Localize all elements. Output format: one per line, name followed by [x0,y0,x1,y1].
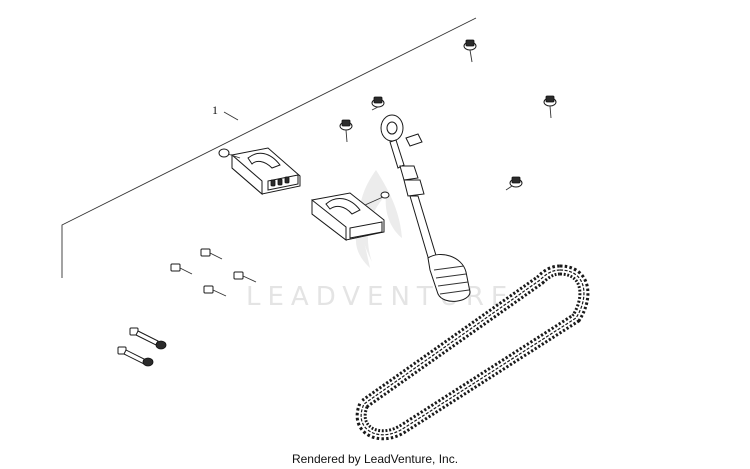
flange-bolt-5 [505,176,523,191]
small-bolt-3 [233,271,257,283]
callout-leader-line [223,111,239,121]
chain-adjuster-rod [380,114,471,302]
tensioner-block-lower [311,191,390,242]
long-bolt-2 [117,346,154,367]
kit-bracket-line [61,17,477,278]
small-bolt-2 [170,263,193,275]
tensioner-block-upper [218,147,301,196]
drive-chain [355,264,590,441]
render-credit: Rendered by LeadVenture, Inc. [291,452,459,466]
long-bolt-1 [129,327,167,350]
flange-bolt-2 [543,95,557,119]
small-bolt-4 [203,285,227,297]
watermark-text: LEADVENTURE [246,282,514,312]
flange-bolt-1 [463,39,477,63]
callout-label-1: 1 [212,103,218,117]
small-bolt-1 [200,248,223,260]
flange-bolt-3 [371,96,385,111]
watermark: LEADVENTURE [246,170,514,312]
flange-bolt-4 [339,119,353,143]
